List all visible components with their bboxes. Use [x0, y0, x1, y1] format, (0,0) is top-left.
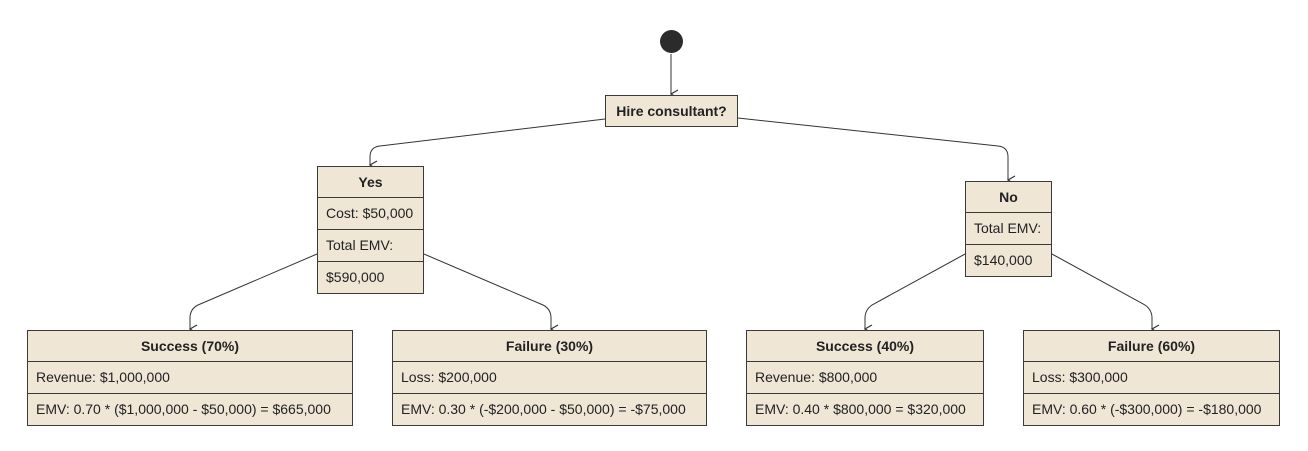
edge-decision-to-no: [737, 117, 1016, 185]
edge-yes-to-failure: [423, 253, 559, 334]
outcome-yes-failure-emv: EMV: 0.30 * (-$200,000 - $50,000) = -$75…: [393, 393, 706, 425]
option-yes-emv-label: Total EMV:: [318, 229, 423, 261]
edge-decision-to-yes: [368, 118, 606, 170]
outcome-no-success-node: Success (40%) Revenue: $800,000 EMV: 0.4…: [746, 330, 984, 426]
outcome-yes-success-emv: EMV: 0.70 * ($1,000,000 - $50,000) = $66…: [28, 393, 352, 425]
option-yes-title: Yes: [358, 174, 383, 190]
option-no-node: No Total EMV: $140,000: [965, 181, 1052, 277]
option-yes-emv-value: $590,000: [318, 261, 423, 293]
option-no-emv-label: Total EMV:: [966, 212, 1051, 244]
outcome-no-success-revenue: Revenue: $800,000: [747, 361, 983, 393]
outcome-yes-failure-title: Failure (30%): [505, 338, 594, 354]
outcome-yes-failure-node: Failure (30%) Loss: $200,000 EMV: 0.30 *…: [392, 330, 707, 426]
start-node: [660, 30, 683, 53]
option-yes-node: Yes Cost: $50,000 Total EMV: $590,000: [317, 166, 424, 294]
edge-yes-to-success: [188, 253, 318, 334]
decision-label: Hire consultant?: [616, 103, 727, 119]
outcome-no-success-title: Success (40%): [815, 338, 915, 354]
outcome-no-failure-emv: EMV: 0.60 * (-$300,000) = -$180,000: [1024, 393, 1279, 425]
outcome-no-failure-title: Failure (60%): [1107, 338, 1196, 354]
decision-node: Hire consultant?: [605, 95, 738, 127]
outcome-no-failure-loss: Loss: $300,000: [1024, 361, 1279, 393]
option-no-emv-value: $140,000: [966, 244, 1051, 276]
outcome-yes-failure-loss: Loss: $200,000: [393, 361, 706, 393]
edge-no-to-failure: [1051, 253, 1160, 334]
outcome-no-failure-node: Failure (60%) Loss: $300,000 EMV: 0.60 *…: [1023, 330, 1280, 426]
outcome-yes-success-node: Success (70%) Revenue: $1,000,000 EMV: 0…: [27, 330, 353, 426]
edge-no-to-success: [863, 253, 966, 334]
outcome-yes-success-revenue: Revenue: $1,000,000: [28, 361, 352, 393]
outcome-no-success-emv: EMV: 0.40 * $800,000 = $320,000: [747, 393, 983, 425]
option-no-title: No: [999, 189, 1018, 205]
option-yes-cost: Cost: $50,000: [318, 197, 423, 229]
outcome-yes-success-title: Success (70%): [140, 338, 240, 354]
